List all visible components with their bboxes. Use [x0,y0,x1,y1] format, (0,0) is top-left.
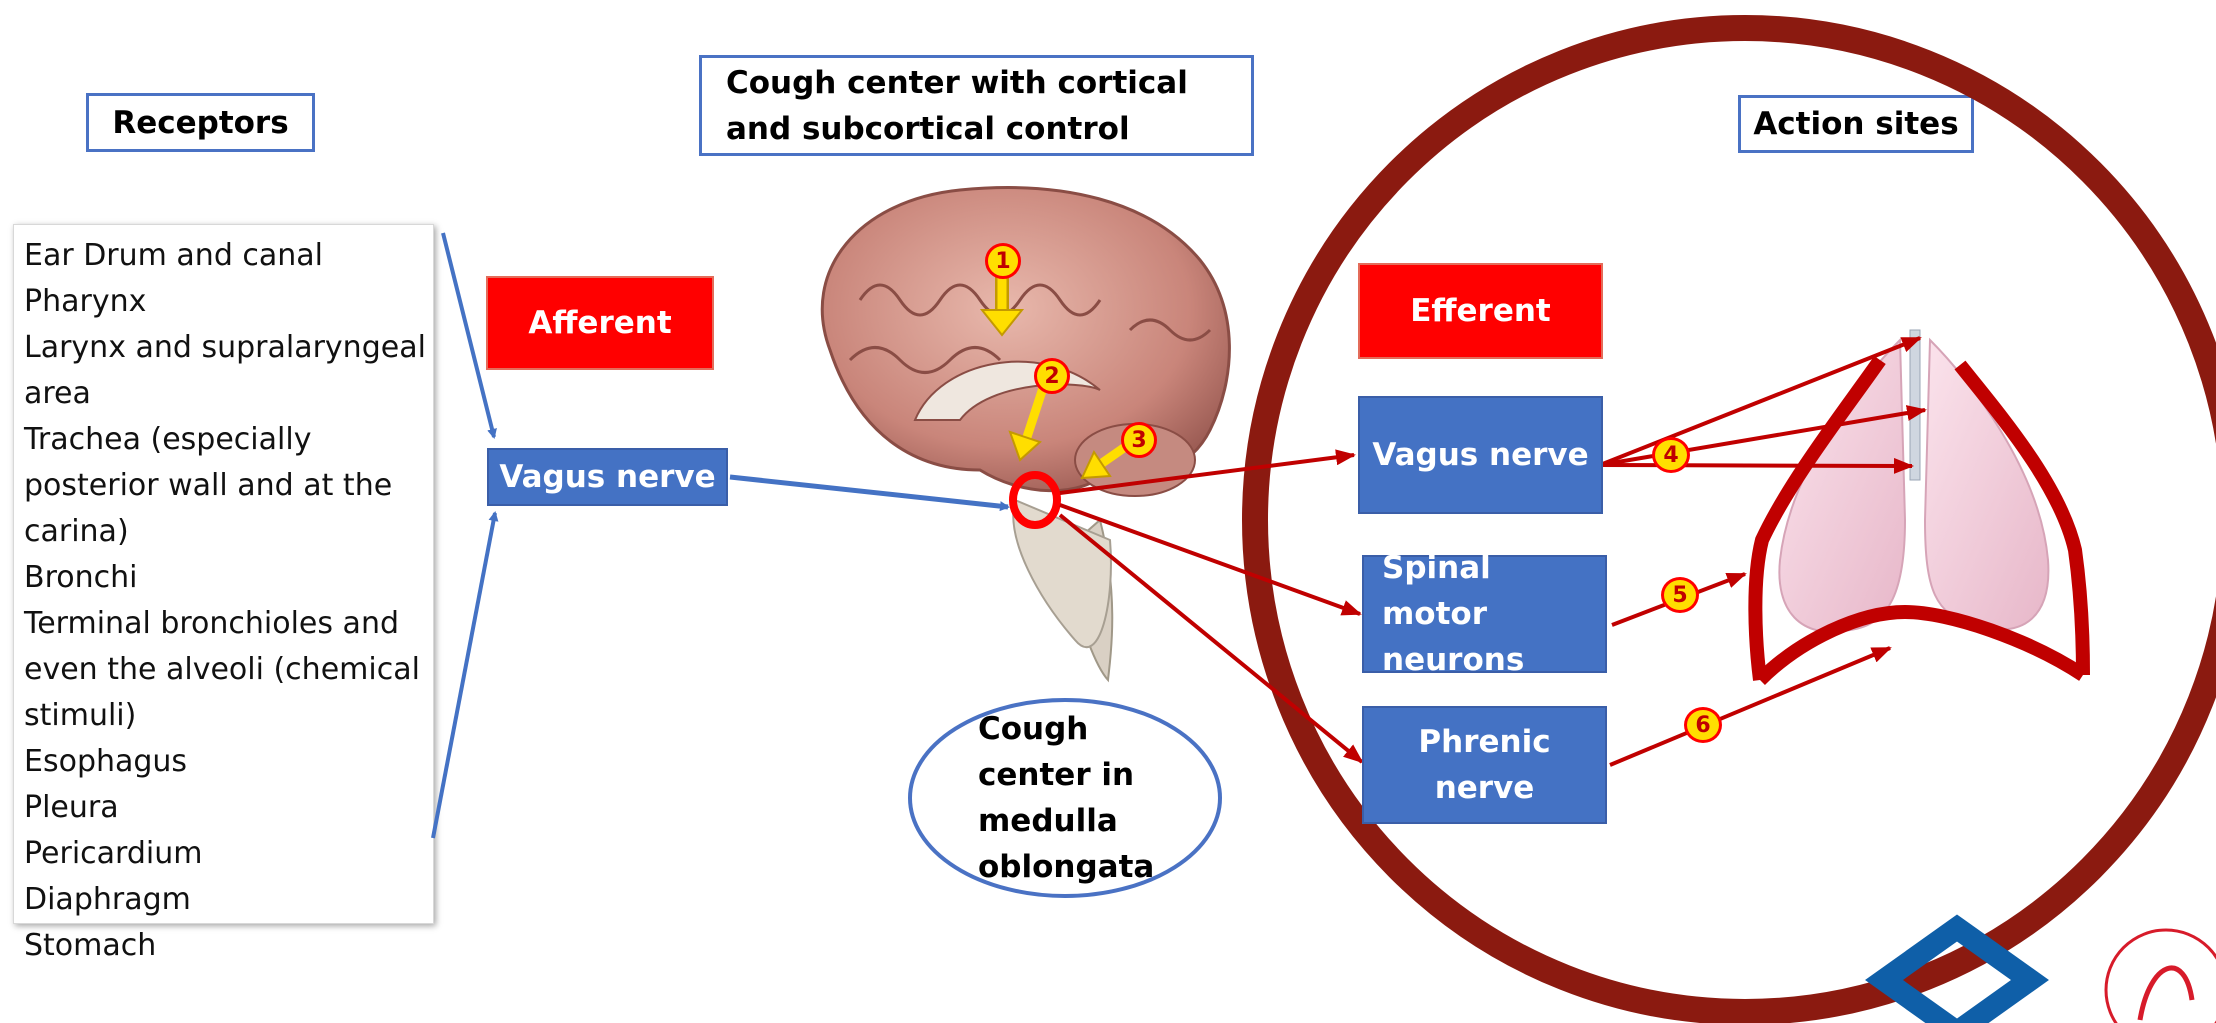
marker-6: 6 [1684,707,1722,743]
afferent-vagus-nerve-box: Vagus nerve [487,448,728,506]
spinal-motor-neurons-box: Spinal motor neurons [1362,555,1607,673]
marker-3: 3 [1121,422,1157,458]
red-seal-logo [2106,930,2216,1023]
marker-4-label: 4 [1663,443,1678,468]
vagus-to-medulla-arrow [730,477,1008,507]
phrenic-nerve-box: Phrenic nerve [1362,706,1607,824]
efferent-label: Efferent [1410,293,1551,329]
marker-1-label: 1 [995,249,1010,274]
afferent-arrow-bottom [433,513,495,838]
cough-center-medulla-text: Cough center in medulla oblongata [978,711,1154,885]
spinal-motor-neurons-label: Spinal motor neurons [1382,545,1605,683]
marker-5: 5 [1661,577,1699,613]
efferent-box: Efferent [1358,263,1603,359]
marker-3-label: 3 [1131,428,1146,453]
marker-2-label: 2 [1044,364,1059,389]
lungs-illustration [1779,330,2048,632]
marker-1: 1 [985,243,1021,279]
phrenic-nerve-label: Phrenic nerve [1414,719,1555,811]
marker-4: 4 [1652,437,1690,473]
marker-2: 2 [1034,358,1070,394]
cough-center-medulla-label: Cough center in medulla oblongata [978,706,1148,890]
afferent-box: Afferent [486,276,714,370]
phrenic-to-diaphragm-arrow [1610,648,1890,765]
efferent-vagus-nerve-box: Vagus nerve [1358,396,1603,514]
afferent-vagus-nerve-label: Vagus nerve [499,454,715,500]
marker-5-label: 5 [1672,583,1687,608]
marker-6-label: 6 [1695,713,1710,738]
afferent-label: Afferent [528,305,671,341]
efferent-vagus-nerve-label: Vagus nerve [1372,432,1588,478]
vagus-to-trachea-arrow-3 [1600,465,1912,466]
